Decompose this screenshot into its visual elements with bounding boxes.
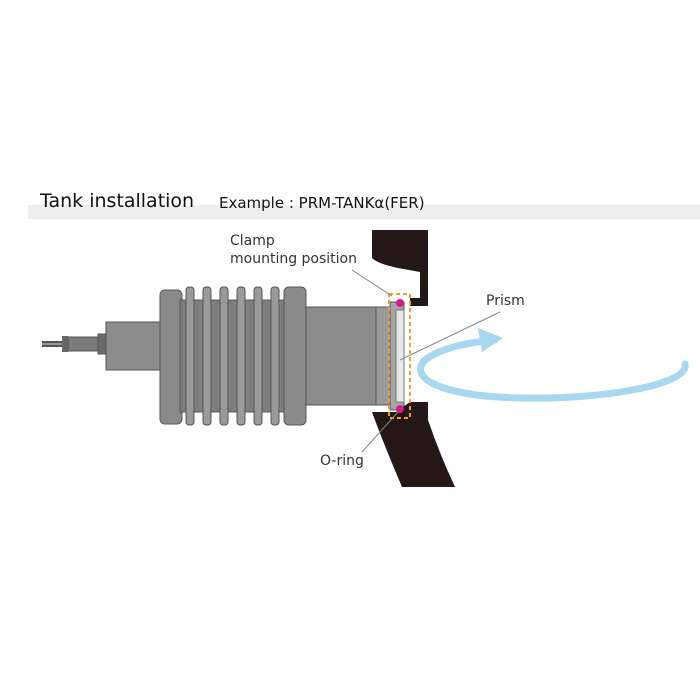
sensor-body bbox=[105, 286, 405, 426]
oring-bottom-icon bbox=[396, 405, 404, 413]
oring-leader-line bbox=[361, 411, 399, 453]
page-title: Tank installation bbox=[40, 190, 195, 212]
oring-label: O-ring bbox=[320, 453, 364, 469]
header-band bbox=[28, 205, 700, 219]
sensor-cable bbox=[42, 333, 109, 355]
tank-wall bbox=[372, 230, 455, 487]
clamp-label-line2: mounting position bbox=[230, 251, 357, 267]
prism-label: Prism bbox=[486, 293, 525, 309]
oring-top-icon bbox=[396, 299, 404, 307]
clamp-position-highlight bbox=[388, 293, 411, 419]
clamp-leader-line bbox=[351, 269, 393, 297]
flow-arrow bbox=[417, 328, 689, 402]
prism-leader-line bbox=[399, 311, 501, 361]
clamp-label-line1: Clamp bbox=[230, 233, 275, 249]
page-subtitle: Example : PRM-TANKα(FER) bbox=[219, 194, 425, 212]
